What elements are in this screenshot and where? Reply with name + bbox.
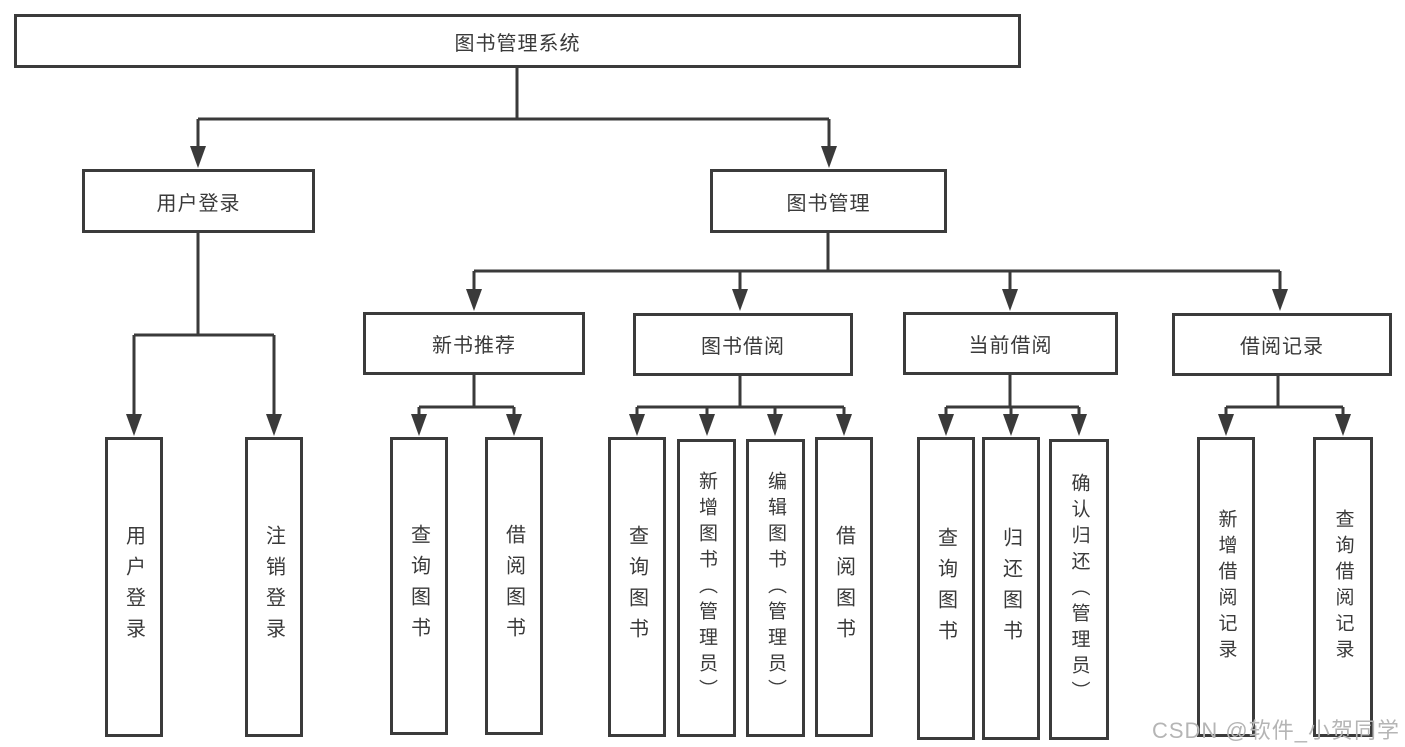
leaf-confirm-return-admin-label: 确认归还（管理员） [1068, 472, 1090, 707]
node-new-book-recommend: 新书推荐 [363, 312, 585, 375]
arrow-down-icon [1272, 289, 1288, 311]
leaf-query-books-borrow: 查询图书 [608, 437, 666, 737]
node-new-book-recommend-label: 新书推荐 [432, 335, 516, 357]
node-book-management-label: 图书管理 [786, 192, 871, 215]
node-library-system: 图书管理系统 [14, 14, 1021, 68]
node-user-login: 用户登录 [82, 169, 315, 233]
node-current-borrow-label: 当前借阅 [968, 335, 1053, 357]
arrow-down-icon [1071, 414, 1087, 436]
leaf-borrow-books-borrow-label: 借阅图书 [832, 525, 855, 649]
leaf-query-books-current: 查询图书 [917, 437, 975, 740]
leaf-add-borrow-record-label: 新增借阅记录 [1215, 509, 1237, 665]
leaf-user-login: 用户登录 [105, 437, 163, 737]
arrow-down-icon [629, 414, 645, 436]
arrow-down-icon [821, 146, 837, 168]
leaf-add-book-admin: 新增图书（管理员） [677, 439, 736, 737]
arrow-down-icon [938, 414, 954, 436]
arrow-down-icon [1335, 414, 1351, 436]
leaf-add-borrow-record: 新增借阅记录 [1197, 437, 1255, 737]
leaf-return-book: 归还图书 [982, 437, 1040, 740]
watermark: CSDN @软件_小贺同学 [1151, 718, 1400, 743]
arrow-down-icon [836, 414, 852, 436]
node-book-borrow-label: 图书借阅 [701, 336, 785, 358]
arrow-down-icon [411, 414, 427, 436]
node-user-login-label: 用户登录 [156, 192, 241, 215]
leaf-borrow-books-recommend-label: 借阅图书 [502, 524, 525, 648]
arrow-down-icon [466, 289, 482, 311]
node-borrow-records-label: 借阅记录 [1240, 336, 1324, 358]
leaf-confirm-return-admin: 确认归还（管理员） [1049, 439, 1109, 740]
arrow-down-icon [1003, 414, 1019, 436]
leaf-borrow-books-borrow: 借阅图书 [815, 437, 873, 737]
arrow-down-icon [266, 414, 282, 436]
leaf-query-borrow-record-label: 查询借阅记录 [1332, 509, 1354, 665]
leaf-user-login-label: 用户登录 [122, 525, 145, 649]
leaf-return-book-label: 归还图书 [999, 526, 1022, 651]
leaf-query-books-recommend: 查询图书 [390, 437, 448, 735]
node-borrow-records: 借阅记录 [1172, 313, 1392, 376]
node-book-management: 图书管理 [710, 169, 947, 233]
node-library-system-label: 图书管理系统 [454, 32, 581, 55]
leaf-query-books-recommend-label: 查询图书 [407, 524, 430, 648]
arrow-down-icon [732, 289, 748, 311]
arrow-down-icon [1002, 289, 1018, 311]
leaf-edit-book-admin: 编辑图书（管理员） [746, 439, 805, 737]
arrow-down-icon [190, 146, 206, 168]
leaf-query-books-borrow-label: 查询图书 [625, 525, 648, 649]
arrow-down-icon [506, 414, 522, 436]
arrow-down-icon [699, 414, 715, 436]
arrow-down-icon [767, 414, 783, 436]
arrow-down-icon [1218, 414, 1234, 436]
leaf-query-borrow-record: 查询借阅记录 [1313, 437, 1373, 737]
leaf-logout-label: 注销登录 [262, 525, 285, 649]
node-current-borrow: 当前借阅 [903, 312, 1118, 375]
node-book-borrow: 图书借阅 [633, 313, 853, 376]
leaf-add-book-admin-label: 新增图书（管理员） [696, 471, 717, 705]
leaf-logout: 注销登录 [245, 437, 303, 737]
leaf-query-books-current-label: 查询图书 [934, 526, 957, 651]
arrow-down-icon [126, 414, 142, 436]
leaf-edit-book-admin-label: 编辑图书（管理员） [765, 471, 786, 705]
leaf-borrow-books-recommend: 借阅图书 [485, 437, 543, 735]
